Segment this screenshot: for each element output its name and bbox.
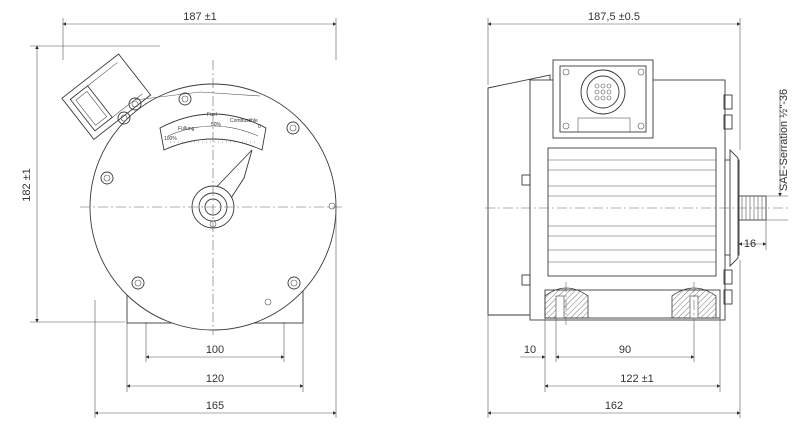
front-dim-120: 120 (206, 373, 224, 385)
sae-serration-label: SAE-Serration ½"-36 (778, 89, 790, 191)
side-ribbed-section (547, 147, 717, 277)
side-dim-122: 122 ±1 (620, 373, 654, 385)
front-dim-100: 100 (206, 344, 224, 356)
side-dim-90: 90 (619, 344, 631, 356)
gauge-label-fullung: Füllung (178, 126, 195, 132)
front-screws (100, 92, 336, 306)
side-view: 187,5 ±0.5 SAE-Serration ½"-36 16 10 90 … (485, 11, 790, 418)
side-foot-section-left (544, 287, 589, 319)
gauge-mark-100: 100% (164, 136, 177, 142)
side-width-dim: 187,5 ±0.5 (588, 11, 640, 23)
side-dim-16: 16 (744, 238, 756, 250)
front-connector-housing (61, 53, 152, 140)
gauge-mark-50: 50% (211, 122, 222, 128)
front-dim-165: 165 (206, 400, 224, 412)
gauge-mark-0: 0 (258, 124, 261, 130)
side-dim-10: 10 (524, 344, 536, 356)
front-view: Füllung Fuel Combustible 100% 50% 0 187 … (21, 11, 345, 418)
side-connector (552, 59, 654, 139)
gauge-label-fuel: Fuel (207, 112, 217, 118)
gauge-label-combustible: Combustible (230, 118, 258, 124)
side-dim-162: 162 (605, 400, 623, 412)
front-height-dim: 182 ±1 (21, 168, 33, 202)
front-width-dim: 187 ±1 (183, 11, 217, 23)
